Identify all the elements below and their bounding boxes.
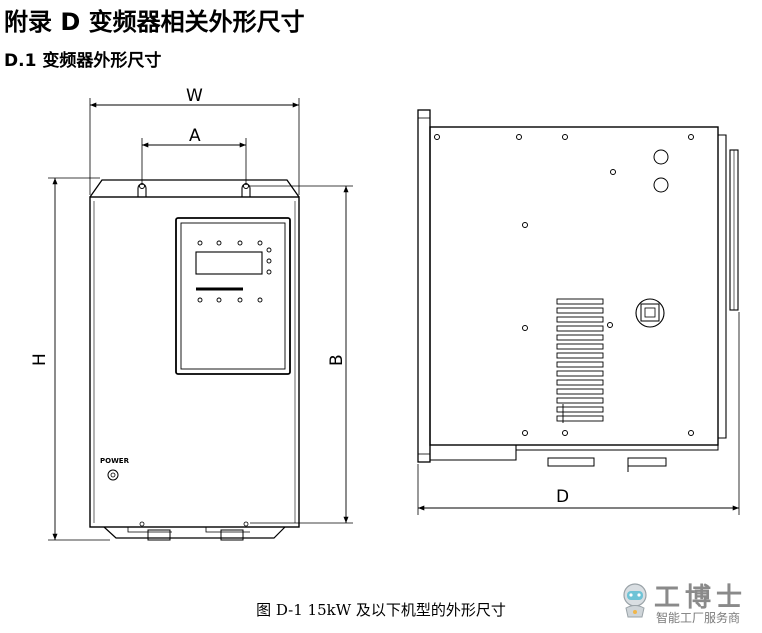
dimension-drawing: W A H B D POWER	[30, 86, 740, 541]
dim-label-b: B	[327, 354, 347, 366]
robot-mascot-icon	[623, 583, 647, 618]
watermark-tagline: 智能工厂服务商	[656, 611, 741, 625]
section-title: D.1 变频器外形尺寸	[4, 51, 162, 71]
dim-label-w: W	[186, 86, 203, 106]
watermark-logo: 工博士 智能工厂服务商	[612, 577, 762, 627]
front-view	[48, 98, 353, 541]
figure-caption: 图 D-1 15kW 及以下机型的外形尺寸	[256, 601, 506, 619]
page-title: 附录 D 变频器相关外形尺寸	[4, 8, 305, 36]
side-view	[417, 109, 740, 515]
dim-label-h: H	[30, 353, 50, 366]
dim-label-d: D	[556, 487, 569, 507]
power-label: POWER	[100, 457, 130, 465]
watermark-name: 工博士	[654, 583, 748, 613]
dim-label-a: A	[189, 126, 201, 146]
